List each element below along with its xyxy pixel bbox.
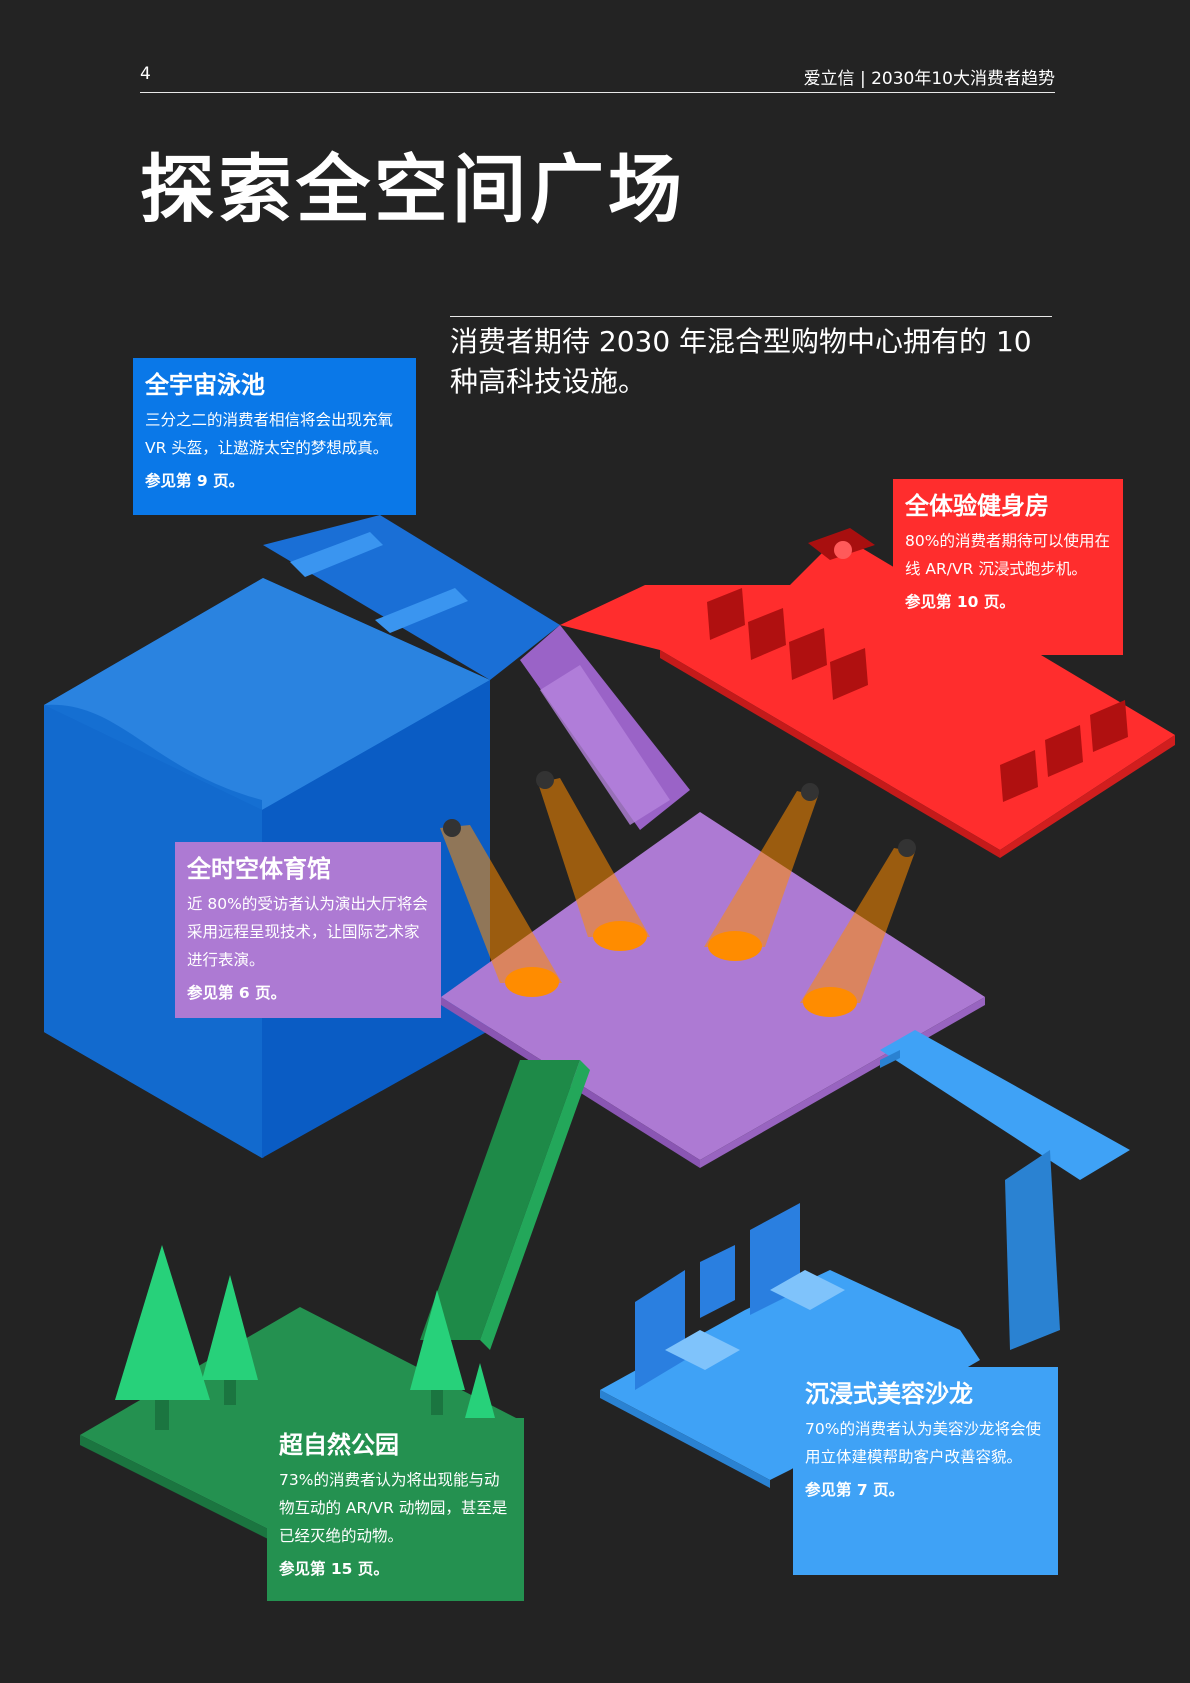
arena-card: 全时空体育馆 近 80%的受访者认为演出大厅将会采用远程呈现技术，让国际艺术家进… [175,842,441,1018]
subtitle-rule [450,316,1052,317]
running-head: 爱立信 | 2030年10大消费者趋势 [803,69,1055,89]
pool-card-body: 三分之二的消费者相信将会出现充氧 VR 头盔，让遨游太空的梦想成真。 [145,411,394,457]
pool-card: 全宇宙泳池 三分之二的消费者相信将会出现充氧 VR 头盔，让遨游太空的梦想成真。… [133,358,416,515]
pool-card-ref: 参见第 9 页。 [145,472,245,490]
gym-card-ref: 参见第 10 页。 [905,593,1015,611]
gym-illustration [560,528,1175,858]
arena-card-body: 近 80%的受访者认为演出大厅将会采用远程呈现技术，让国际艺术家进行表演。 [187,895,428,969]
park-card-body: 73%的消费者认为将出现能与动物互动的 AR/VR 动物园，甚至是已经灭绝的动物… [279,1471,508,1545]
park-stairs-illustration [420,1060,590,1350]
page-header: 4 爱立信 | 2030年10大消费者趋势 [140,58,1055,93]
salon-card: 沉浸式美容沙龙 70%的消费者认为美容沙龙将会使用立体建模帮助客户改善容貌。 参… [793,1367,1058,1575]
gym-card-body: 80%的消费者期待可以使用在线 AR/VR 沉浸式跑步机。 [905,532,1110,578]
page-title: 探索全空间广场 [140,147,686,233]
arena-card-ref: 参见第 6 页。 [187,984,287,1002]
pool-card-title: 全宇宙泳池 [145,371,265,399]
park-card: 超自然公园 73%的消费者认为将出现能与动物互动的 AR/VR 动物园，甚至是已… [267,1418,524,1601]
arena-card-title: 全时空体育馆 [187,855,331,883]
salon-card-body: 70%的消费者认为美容沙龙将会使用立体建模帮助客户改善容貌。 [805,1420,1041,1466]
gym-card-title: 全体验健身房 [905,492,1049,520]
gym-card: 全体验健身房 80%的消费者期待可以使用在线 AR/VR 沉浸式跑步机。 参见第… [893,479,1123,655]
park-card-ref: 参见第 15 页。 [279,1560,389,1578]
salon-card-title: 沉浸式美容沙龙 [805,1380,973,1408]
salon-illustration [600,1030,1130,1488]
page-number: 4 [140,64,151,84]
page-subtitle: 消费者期待 2030 年混合型购物中心拥有的 10 种高科技设施。 [450,325,1032,398]
pool-illustration [44,515,560,1158]
park-card-title: 超自然公园 [279,1431,399,1459]
arena-stairs-illustration [520,625,690,830]
salon-card-ref: 参见第 7 页。 [805,1481,905,1499]
